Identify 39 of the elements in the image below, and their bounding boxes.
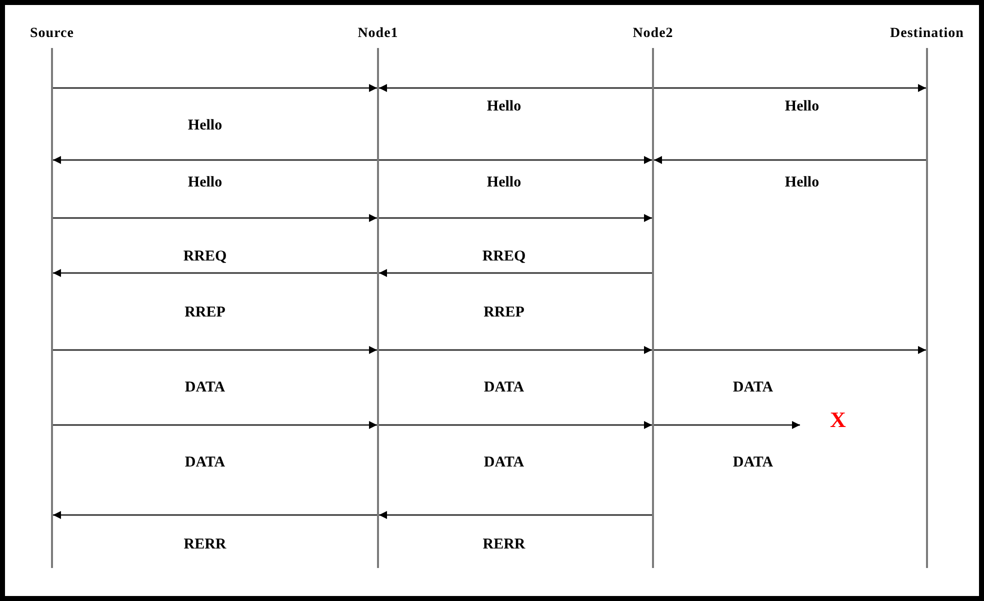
- message-label: RREP: [484, 304, 524, 322]
- message-arrow: [53, 269, 377, 277]
- message-label: Hello: [784, 174, 820, 192]
- message-label: Hello: [486, 98, 522, 116]
- message-arrow: [379, 214, 652, 222]
- message-label: DATA: [732, 454, 774, 472]
- lifeline-header: Node2: [632, 26, 674, 42]
- message-arrow: [379, 346, 652, 354]
- message-label: Hello: [784, 98, 820, 116]
- message-label: RREQ: [183, 248, 227, 266]
- message-label: RERR: [184, 536, 226, 554]
- message-arrow: [654, 156, 926, 164]
- message-label: Hello: [486, 174, 522, 192]
- message-label: RREQ: [482, 248, 526, 266]
- lifeline-header: Source: [30, 26, 74, 42]
- message-arrow: [379, 511, 652, 519]
- lifeline-header: Node1: [358, 26, 398, 42]
- message-label: DATA: [484, 454, 524, 472]
- message-arrow: [53, 84, 377, 92]
- failure-mark: X: [830, 407, 846, 433]
- message-label: DATA: [184, 454, 226, 472]
- message-arrow: [654, 346, 926, 354]
- message-label: RERR: [482, 536, 526, 554]
- message-label: Hello: [188, 174, 222, 192]
- message-arrow: [53, 156, 652, 164]
- message-arrow: [379, 421, 652, 429]
- message-label: DATA: [184, 380, 226, 396]
- message-label: Hello: [188, 118, 222, 134]
- message-arrow: [379, 84, 926, 92]
- lifeline-header: Destination: [890, 26, 964, 42]
- message-arrow: [53, 346, 377, 354]
- message-arrow: [379, 269, 652, 277]
- message-label: DATA: [484, 380, 524, 396]
- message-arrow: [53, 214, 377, 222]
- message-label: RREP: [184, 304, 226, 322]
- message-label: DATA: [732, 380, 774, 396]
- message-arrow: [53, 511, 377, 519]
- message-arrow: [654, 421, 800, 429]
- message-arrow: [53, 421, 377, 429]
